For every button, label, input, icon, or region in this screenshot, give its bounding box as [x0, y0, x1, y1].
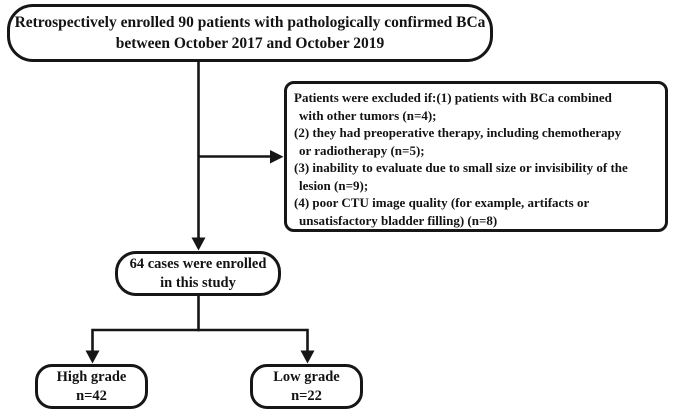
box-enrolled-total-line1: Retrospectively enrolled 90 patients wit… — [14, 14, 486, 31]
box-enrolled-final-line1: 64 cases were enrolled — [129, 255, 267, 272]
arrowhead-down-enrolled — [191, 237, 206, 251]
box-low-grade-count: n=22 — [291, 387, 322, 404]
exclusion-line-2: with other tumors (n=4); — [299, 107, 437, 123]
exclusion-line-7: (4) poor CTU image quality (for example,… — [294, 195, 590, 210]
connector-split-bar — [91, 328, 309, 351]
box-enrolled-total: Retrospectively enrolled 90 patients wit… — [7, 4, 493, 62]
arrowhead-right-exclusion — [270, 150, 284, 164]
exclusion-line-4: or radiotherapy (n=5); — [299, 142, 425, 158]
box-high-grade-label: High grade — [56, 368, 127, 385]
box-enrolled-final: 64 cases were enrolled in this study — [115, 251, 281, 296]
box-enrolled-final-line2: in this study — [160, 274, 236, 291]
box-high-grade: High grade n=42 — [35, 364, 148, 409]
box-low-grade-label: Low grade — [273, 368, 340, 385]
box-exclusion-criteria: Patients were excluded if:(1) patients w… — [284, 81, 668, 232]
box-enrolled-total-line2: between October 2017 and October 2019 — [115, 35, 385, 52]
exclusion-line-3: (2) they had preoperative therapy, inclu… — [294, 125, 622, 140]
arrowhead-down-low-grade — [300, 350, 315, 364]
arrowhead-down-high-grade — [85, 350, 100, 364]
exclusion-line-5: (3) inability to evaluate due to small s… — [294, 160, 628, 175]
exclusion-line-1: Patients were excluded if:(1) patients w… — [294, 90, 612, 105]
box-high-grade-count: n=42 — [76, 387, 107, 404]
exclusion-line-6: lesion (n=9); — [299, 177, 369, 193]
exclusion-line-8: unsatisfactory bladder filling) (n=8) — [299, 212, 498, 228]
box-low-grade: Low grade n=22 — [250, 364, 363, 409]
